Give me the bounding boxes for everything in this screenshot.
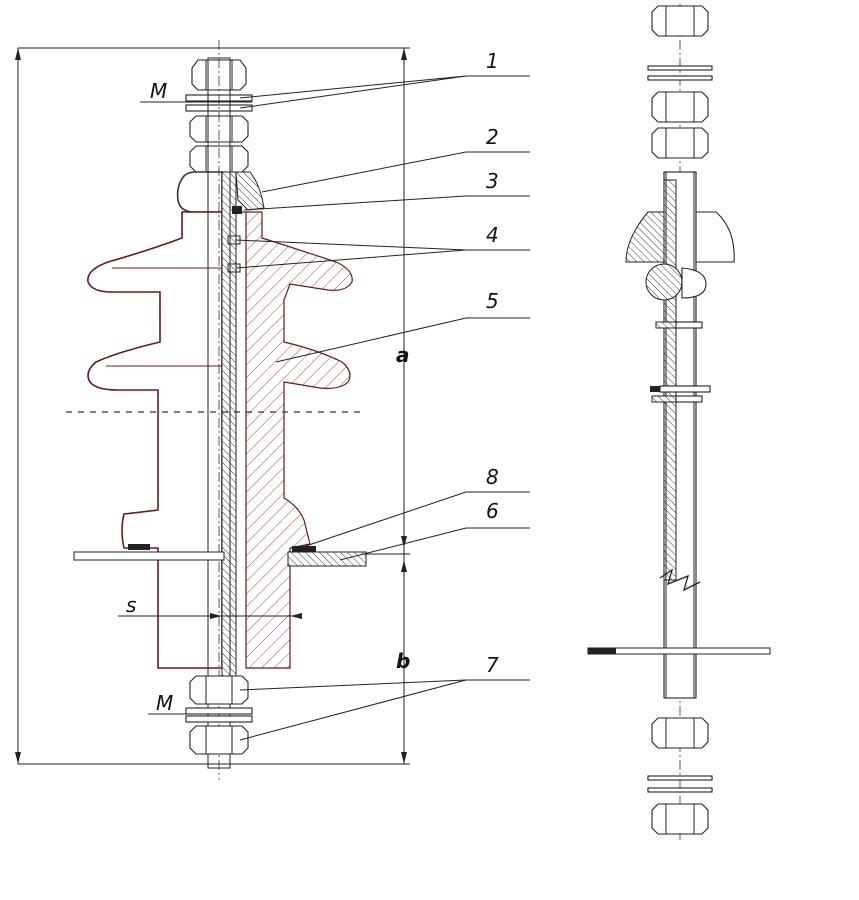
dim-s	[118, 613, 302, 619]
callout-6: 6	[486, 499, 499, 523]
callout-7: 7	[486, 653, 499, 677]
callout-1: 1	[486, 49, 499, 73]
callout-8: 8	[486, 465, 499, 489]
callout-5: 5	[486, 289, 499, 313]
dimension-b-label: b	[396, 649, 410, 673]
exploded-view	[587, 4, 771, 840]
callout-3: 3	[486, 169, 499, 193]
base-plate	[73, 544, 367, 567]
main-view: 1 2 3 4 5 8 6 7 a b s M M	[15, 40, 530, 780]
bottom-fasteners	[185, 675, 253, 755]
thread-label-bottom: M	[156, 691, 173, 715]
overall-dimension	[15, 47, 410, 765]
dimension-s-label: s	[126, 593, 136, 617]
thread-label-top: M	[150, 79, 167, 103]
cap	[176, 171, 265, 213]
leader-lines	[235, 75, 530, 741]
callout-2: 2	[486, 125, 499, 149]
callout-4: 4	[486, 223, 499, 247]
dimension-a-label: a	[396, 343, 410, 367]
